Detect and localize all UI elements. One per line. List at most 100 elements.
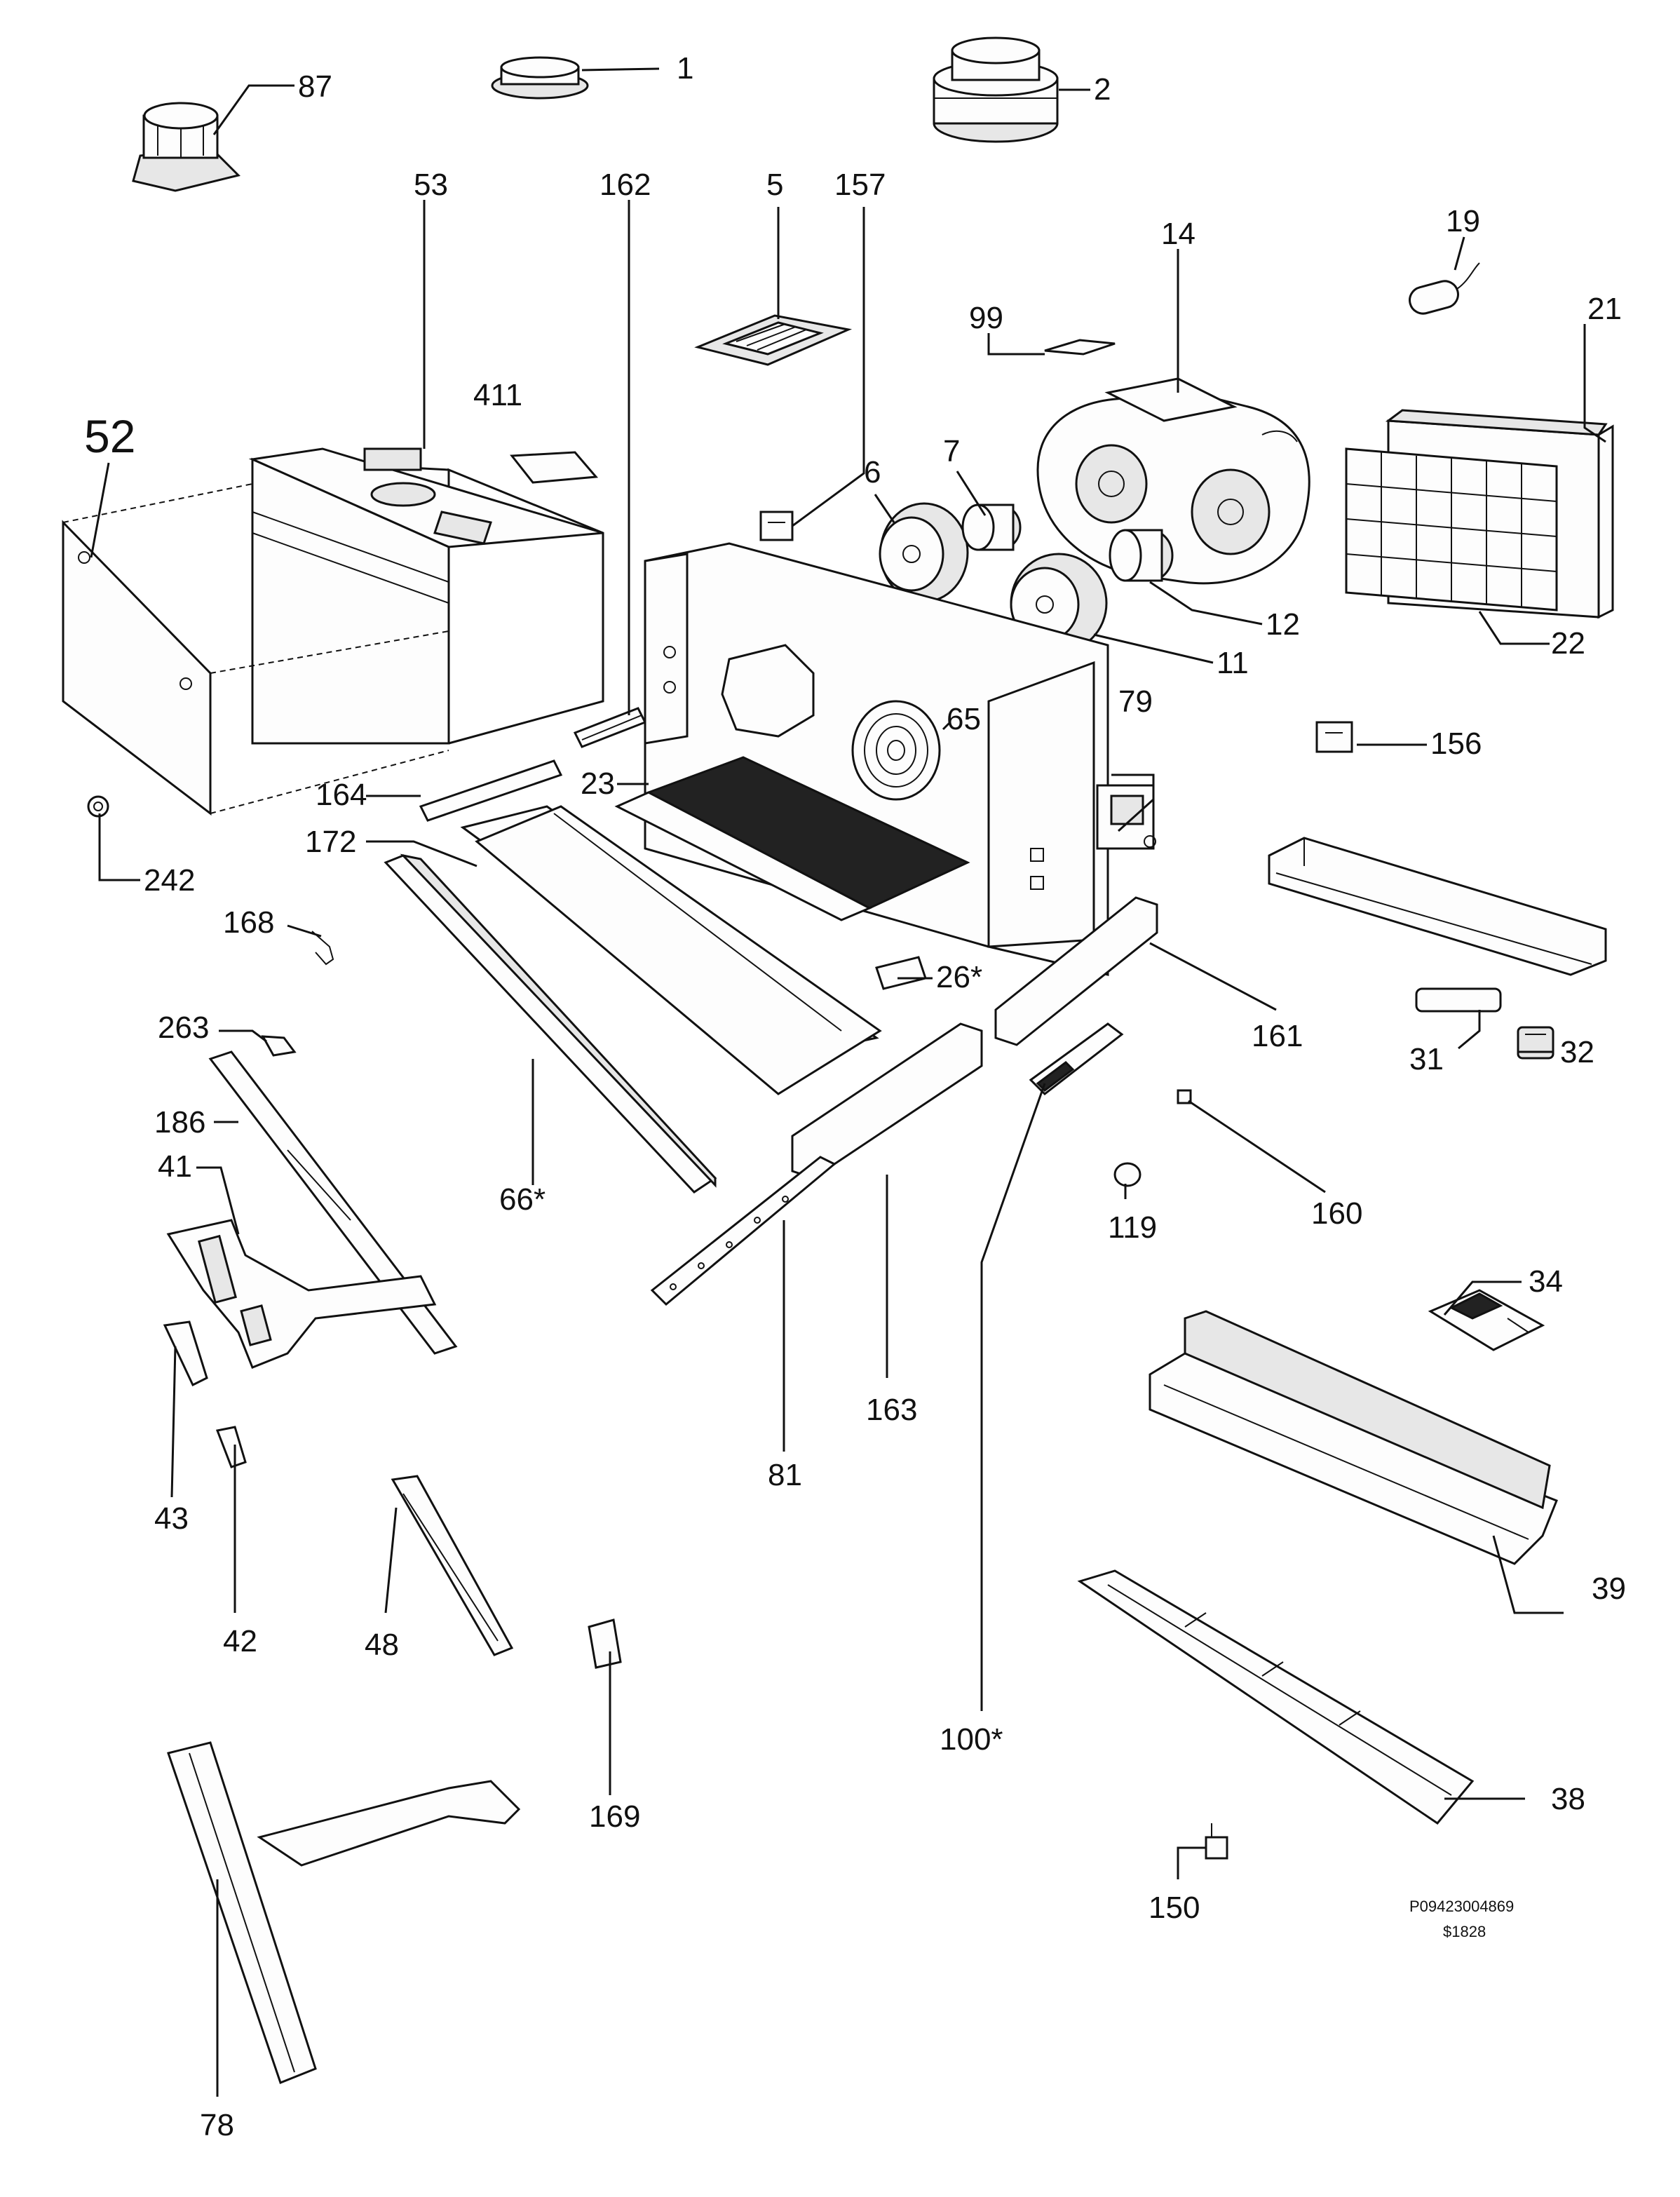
part-34-control-pcb: [1428, 1289, 1545, 1351]
part-6-impeller: [879, 502, 969, 603]
label-19: 19: [1446, 204, 1480, 238]
label-39: 39: [1592, 1571, 1626, 1606]
part-242-clip: [87, 795, 109, 818]
label-48: 48: [365, 1628, 399, 1662]
label-21: 21: [1587, 292, 1622, 326]
part-19-capacitor: [1409, 262, 1480, 315]
label-100: 100*: [940, 1722, 1003, 1757]
label-23: 23: [581, 766, 615, 801]
part-81-telescopic-rail: [650, 1156, 836, 1306]
label-52: 52: [84, 410, 135, 462]
part-32-lamp-socket: [1517, 1026, 1554, 1060]
label-31: 31: [1409, 1042, 1444, 1076]
callout-labels: 1 2 87 53 162 5 157 14 19 99 21 411 52 6…: [84, 51, 1626, 2142]
label-79: 79: [1118, 684, 1153, 719]
label-7: 7: [943, 434, 960, 468]
part-160-screw: [1177, 1089, 1192, 1104]
part-52-front-panel: [62, 483, 449, 816]
label-169: 169: [589, 1799, 640, 1834]
label-156: 156: [1430, 726, 1482, 761]
label-65: 65: [947, 702, 981, 736]
part-23-filter-panel: [614, 756, 970, 921]
label-164: 164: [316, 778, 367, 812]
label-22: 22: [1551, 626, 1585, 661]
label-168: 168: [223, 905, 274, 940]
label-6: 6: [864, 455, 881, 489]
label-26: 26*: [936, 960, 982, 994]
part-1-collar-ring: [491, 56, 589, 100]
label-161: 161: [1252, 1019, 1303, 1053]
reference-block: P09423004869 $1828: [1409, 1898, 1514, 1940]
part-right-tray: [1268, 837, 1607, 976]
part-14-motor-housing: [1036, 377, 1310, 585]
part-150-clip: [1205, 1823, 1228, 1860]
part-78-large-handle: [167, 1741, 521, 2084]
part-186-lamp-bar: [208, 1050, 458, 1355]
part-411-label-sticker: [510, 451, 599, 484]
part-31-lamp-tube: [1415, 987, 1502, 1013]
part-front-tray: [475, 805, 882, 1095]
label-42: 42: [223, 1624, 257, 1658]
reference-sheet: $1828: [1443, 1923, 1486, 1940]
part-164-rail: [419, 759, 563, 822]
label-242: 242: [144, 863, 195, 898]
part-22-grease-filter: [1345, 447, 1558, 611]
label-11: 11: [1217, 646, 1249, 680]
part-156-clip: [1315, 721, 1353, 753]
label-38: 38: [1551, 1782, 1585, 1816]
label-186: 186: [154, 1105, 205, 1140]
part-5-grille-plate: [694, 314, 853, 366]
part-12-motor: [1109, 529, 1174, 582]
part-157-clip: [759, 511, 794, 541]
label-12: 12: [1266, 607, 1300, 642]
label-78: 78: [200, 2108, 234, 2142]
label-53: 53: [414, 168, 448, 202]
leader-lines: [90, 67, 1606, 2097]
label-263: 263: [158, 1010, 209, 1045]
part-79-switch-box: [1096, 784, 1156, 850]
label-99: 99: [969, 301, 1003, 335]
part-100-slider: [1029, 1022, 1124, 1095]
part-7-motor: [961, 503, 1022, 551]
label-81: 81: [768, 1458, 802, 1492]
label-66: 66*: [499, 1182, 546, 1217]
reference-code: P09423004869: [1409, 1898, 1514, 1915]
part-42-clip: [215, 1426, 247, 1468]
label-2: 2: [1094, 72, 1111, 107]
part-99-bracket: [1044, 339, 1116, 356]
label-43: 43: [154, 1501, 189, 1536]
label-5: 5: [766, 168, 783, 202]
label-157: 157: [834, 168, 886, 202]
label-14: 14: [1161, 217, 1195, 251]
part-38-glass-visor: [1077, 1569, 1475, 1825]
part-161-side-channel: [994, 896, 1158, 1046]
part-87-valve-adapter: [132, 102, 241, 192]
part-39-front-housing: [1149, 1310, 1558, 1565]
part-162-side-rail: [573, 707, 647, 748]
label-172: 172: [305, 825, 356, 859]
label-119: 119: [1108, 1210, 1157, 1245]
part-43-clip: [163, 1320, 208, 1387]
part-168-screw: [311, 931, 334, 966]
part-119-nut: [1113, 1162, 1142, 1187]
part-53-top-cover: [248, 447, 604, 745]
label-150: 150: [1149, 1891, 1200, 1925]
part-169-clip: [588, 1618, 622, 1669]
part-66-front-strip: [384, 853, 717, 1194]
label-87: 87: [298, 69, 332, 104]
part-48-mesh-strip: [391, 1475, 514, 1656]
label-32: 32: [1560, 1035, 1594, 1069]
part-26-strip: [875, 956, 927, 990]
part-263-clip: [261, 1035, 297, 1057]
label-160: 160: [1311, 1196, 1362, 1231]
label-411: 411: [473, 378, 522, 412]
label-163: 163: [866, 1393, 917, 1427]
part-65-fan-grille: [851, 700, 941, 801]
label-1: 1: [677, 51, 693, 86]
label-162: 162: [599, 168, 651, 202]
part-2-air-outlet-spigot: [933, 36, 1059, 143]
label-34: 34: [1529, 1264, 1563, 1299]
part-41-handle: [166, 1219, 437, 1369]
